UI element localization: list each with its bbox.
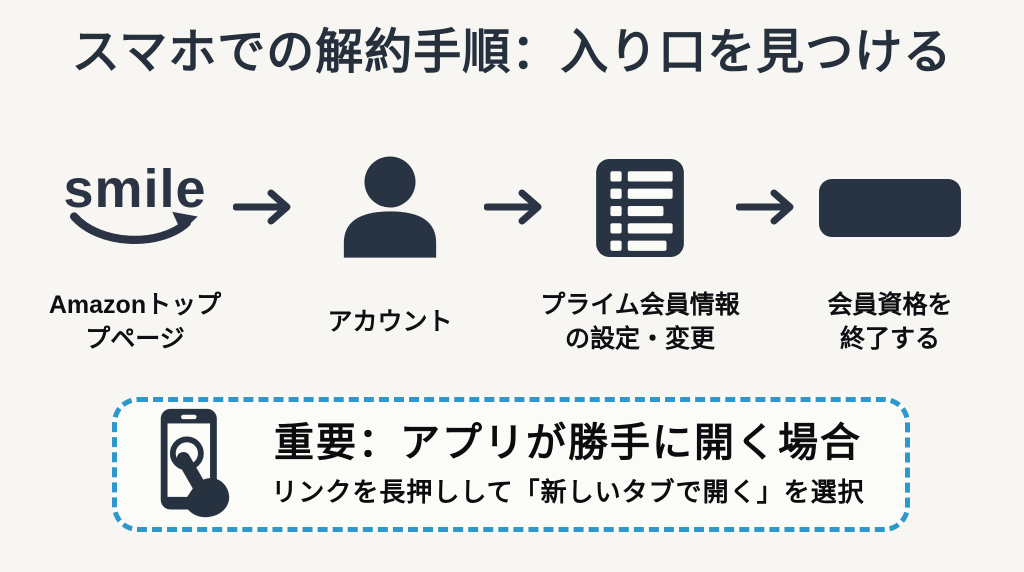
account-person-icon [336,145,444,270]
flow-step-label: 会員資格を 終了する [827,286,952,358]
smile-swoosh-arrow-icon [69,212,198,244]
smile-logo-text: smile [63,158,207,219]
label-line: プページ [85,325,185,353]
flow-step-end-membership: 会員資格を 終了する [770,145,1010,358]
label-line: Amazonトップ [48,290,222,319]
person-icon [343,155,437,258]
note-text-block: 重要：アプリが勝手に開く場合 リンクを長押しして「新しいタブで開く」を選択 [249,421,887,509]
end-membership-button-shape [819,145,961,270]
note-box: 重要：アプリが勝手に開く場合 リンクを長押しして「新しいタブで開く」を選択 [112,397,910,532]
note-heading: 重要：アプリが勝手に開く場合 [274,420,862,465]
page-title: スマホでの解約手順：入り口を見つける [71,26,953,79]
amazon-smile-logo: smile [63,145,206,270]
phone-tap-icon [160,408,230,517]
flow-arrow-icon [484,189,542,225]
label-line: 会員資格を [827,290,953,319]
label-line: アカウント [327,307,453,336]
flow-arrow-icon [233,189,291,225]
flow-step-prime-settings: プライム会員情報 の設定・変更 [520,145,760,358]
flow-step-label: Amazonトップ プページ [49,286,221,358]
button-shape-icon [819,178,961,237]
flow-step-account: アカウント [270,145,510,358]
flow-step-label: アカウント [327,286,452,358]
amazon-smile-logo-inner: smile [63,158,207,251]
note-body: リンクを長押しして「新しいタブで開く」を選択 [271,476,865,507]
flow-step-amazon-top: smile Amazonトップ プページ [15,145,255,358]
label-line: プライム会員情報 [540,290,740,319]
label-line: 終了する [839,325,940,353]
prime-settings-list-icon [594,145,686,270]
flow-step-label: プライム会員情報 の設定・変更 [540,286,740,358]
flow-arrow-icon [736,189,794,225]
list-icon [596,158,684,257]
label-line: の設定・変更 [564,325,715,353]
